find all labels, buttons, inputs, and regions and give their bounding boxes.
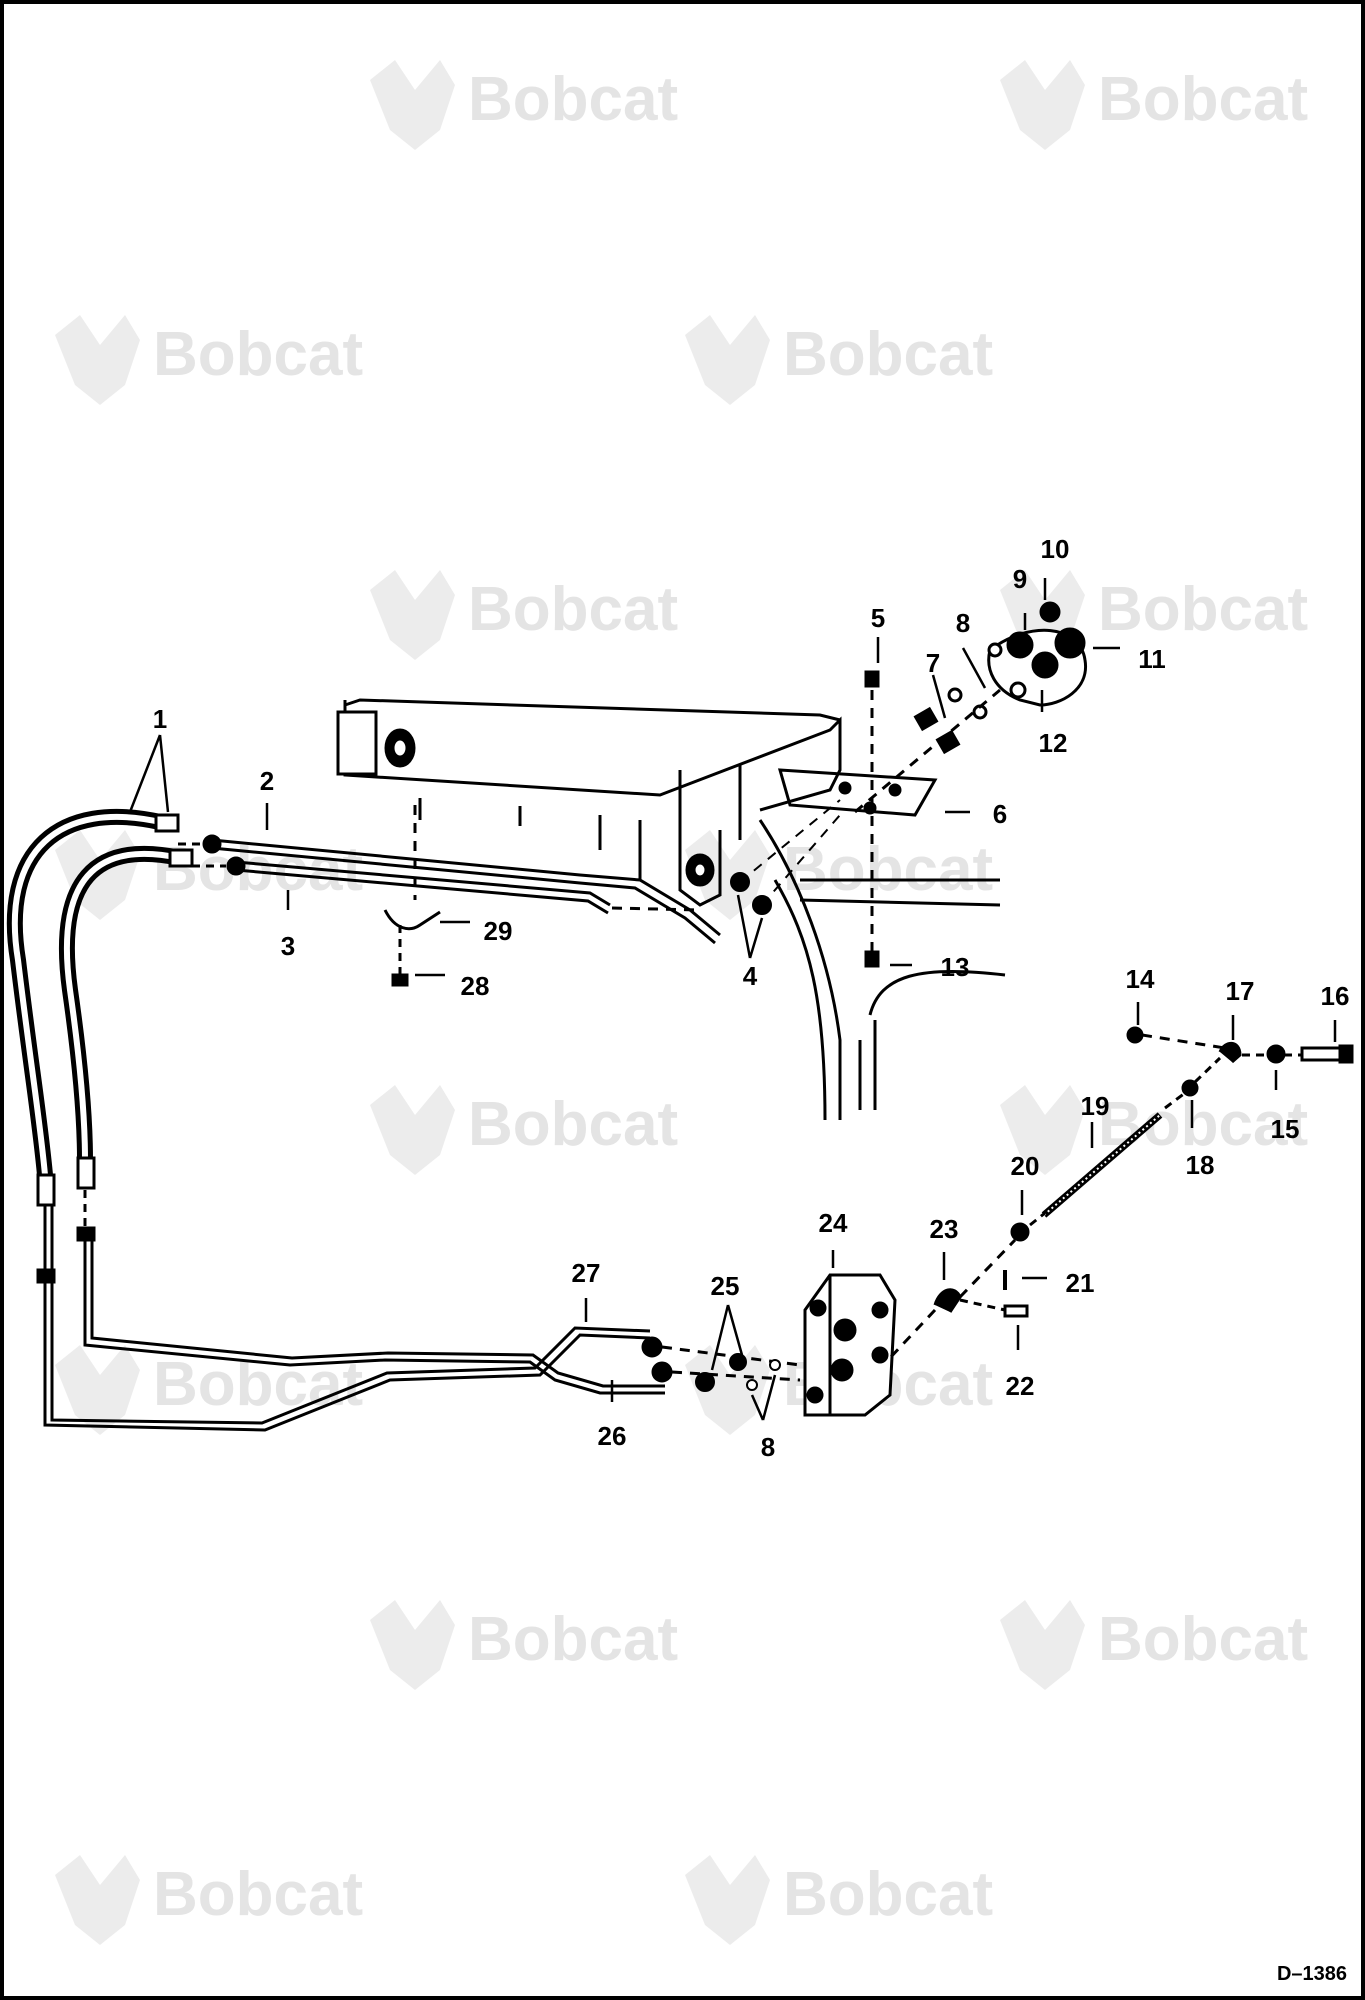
callout-19: 19	[1081, 1091, 1110, 1121]
callout-26: 26	[598, 1421, 627, 1451]
watermark-text: Bobcat	[783, 320, 993, 389]
callout-13: 13	[941, 952, 970, 982]
watermark-logo: Bobcat	[685, 830, 993, 920]
watermark-text: Bobcat	[1098, 1605, 1308, 1674]
watermark-text: Bobcat	[783, 835, 993, 904]
fittings-4	[730, 799, 841, 915]
watermark-logo: Bobcat	[685, 315, 993, 405]
watermark-text: Bobcat	[1098, 575, 1308, 644]
watermark-logo: Bobcat	[1000, 1085, 1308, 1175]
callout-8: 8	[956, 608, 970, 638]
watermark-text: Bobcat	[1098, 1090, 1308, 1159]
clamp-28-29	[383, 805, 441, 987]
callout-16: 16	[1321, 981, 1350, 1011]
callout-3: 3	[281, 931, 295, 961]
callout-24: 24	[819, 1208, 848, 1238]
bolt-5-13	[864, 670, 880, 968]
watermark-logo: Bobcat	[1000, 60, 1308, 150]
watermark-logo: Bobcat	[55, 315, 363, 405]
watermark-logo: Bobcat	[1000, 1600, 1308, 1690]
callout-25: 25	[711, 1271, 740, 1301]
callout-2: 2	[260, 766, 274, 796]
tube-lines-upper	[178, 834, 721, 945]
callout-10: 10	[1041, 534, 1070, 564]
control-valve	[803, 1273, 897, 1417]
watermark-text: Bobcat	[468, 575, 678, 644]
callout-18: 18	[1186, 1150, 1215, 1180]
watermark-text: Bobcat	[468, 65, 678, 134]
watermark-text: Bobcat	[783, 1860, 993, 1929]
linkage-assembly	[886, 1026, 1354, 1362]
callout-6: 6	[993, 799, 1007, 829]
watermark-text: Bobcat	[153, 1860, 363, 1929]
watermark-text: Bobcat	[1098, 65, 1308, 134]
callout-27: 27	[572, 1258, 601, 1288]
callout-8-lower: 8	[761, 1432, 775, 1462]
callout-5: 5	[871, 603, 885, 633]
callout-22: 22	[1006, 1371, 1035, 1401]
lift-arm	[336, 698, 1006, 1121]
watermark-logo: Bobcat	[370, 1600, 678, 1690]
watermark-logo: Bobcat	[685, 1855, 993, 1945]
tube-lines-lower	[36, 1190, 801, 1432]
drawing-id: D–1386	[1276, 1963, 1347, 1985]
callout-12: 12	[1039, 728, 1068, 758]
hose-assembly	[6, 808, 194, 1207]
watermark-logo: Bobcat	[370, 570, 678, 660]
callout-11: 11	[1138, 644, 1166, 674]
watermark-text: Bobcat	[468, 1090, 678, 1159]
callout-29: 29	[484, 916, 513, 946]
watermark-logo: Bobcat	[370, 60, 678, 150]
callout-7: 7	[926, 648, 940, 678]
watermark-text: Bobcat	[468, 1605, 678, 1674]
flange-assembly	[854, 601, 1087, 814]
callout-15: 15	[1271, 1114, 1300, 1144]
watermark-logo: Bobcat	[55, 1855, 363, 1945]
fittings-25	[695, 1353, 781, 1392]
watermark-text: Bobcat	[153, 1350, 363, 1419]
watermark-logo: Bobcat	[370, 1085, 678, 1175]
callout-1: 1	[153, 704, 167, 734]
callout-20: 20	[1011, 1151, 1040, 1181]
callout-21: 21	[1066, 1268, 1095, 1298]
callout-17: 17	[1226, 976, 1255, 1006]
leader-lines	[128, 578, 1337, 1421]
callout-23: 23	[930, 1214, 959, 1244]
callout-labels: 1 2 3 4 5 6 7 8 9 10 11 12 13 14 15 16 1…	[153, 534, 1350, 1462]
callout-14: 14	[1126, 964, 1155, 994]
watermark-text: Bobcat	[153, 320, 363, 389]
callout-4: 4	[743, 961, 758, 991]
callout-28: 28	[461, 971, 490, 1001]
callout-9: 9	[1013, 564, 1027, 594]
watermark-layer: Bobcat Bobcat Bobcat Bobcat Bobcat Bobca…	[55, 60, 1308, 1945]
